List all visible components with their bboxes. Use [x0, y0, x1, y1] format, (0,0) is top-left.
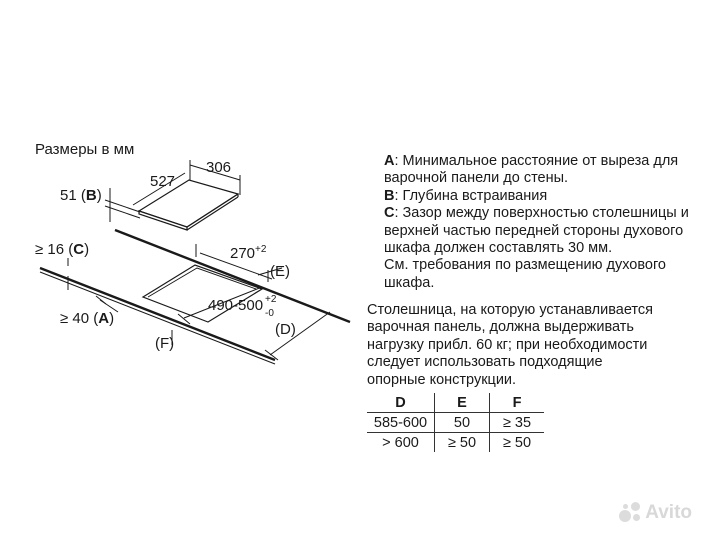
countertop-drawing	[39, 228, 351, 365]
dim-527-label: 527	[150, 173, 175, 190]
table-header-row: D E F	[367, 393, 544, 413]
table-cell: ≥ 35	[489, 412, 544, 433]
table-cell: 585-600	[367, 412, 435, 433]
legend-text: : Глубина встраивания	[394, 187, 548, 204]
avito-logo-icon	[619, 501, 641, 524]
legend-item-c: C: Зазор между поверхностью столешницы и…	[367, 205, 697, 292]
legend-letter: B	[384, 187, 395, 204]
hob-drawing	[137, 179, 240, 231]
cutout	[141, 264, 264, 323]
legend-item-a: A: Минимальное расстояние от выреза для …	[367, 153, 697, 188]
table-cell: > 600	[367, 432, 435, 452]
legend-text: : Минимальное расстояние от выреза для в…	[384, 153, 679, 187]
legend-text: : Зазор между поверхностью столешницы и …	[384, 205, 689, 291]
table-cell: 50	[434, 412, 490, 433]
table-header: F	[489, 393, 544, 413]
table-row: 585-600 50 ≥ 35	[367, 412, 544, 433]
page-title: Размеры в мм	[35, 141, 135, 158]
countertop-back-edge	[114, 228, 351, 324]
watermark-text: Avito	[645, 502, 692, 523]
dim-F-label: (F)	[155, 335, 174, 352]
dim-270-label: 270+2	[230, 244, 267, 262]
dim-527-lines	[132, 172, 186, 206]
dim-490-tol-minus: -0	[265, 308, 274, 319]
table-header: D	[367, 393, 435, 413]
dim-16-label: ≥ 16 (C)	[35, 241, 89, 258]
countertop-front-edge	[39, 266, 276, 362]
dim-306-lines	[189, 160, 241, 195]
dimensions-table: D E F 585-600 50 ≥ 35 > 600 ≥ 50 ≥ 50	[367, 393, 544, 452]
dim-D-lines	[264, 311, 331, 361]
dim-40-label: ≥ 40 (A)	[60, 310, 114, 327]
table-cell: ≥ 50	[434, 432, 490, 452]
table-cell: ≥ 50	[502, 434, 532, 451]
avito-watermark: Avito	[619, 501, 692, 524]
table-row: > 600 ≥ 50 ≥ 50	[367, 432, 544, 452]
dim-490-tol-plus: +2	[265, 294, 277, 305]
dim-51-lines	[104, 188, 141, 222]
legend-letter: A	[384, 153, 395, 169]
dim-51-label: 51 (B)	[60, 187, 102, 204]
legend-item-b: B: Глубина встраивания	[367, 188, 697, 205]
dim-490-label: 490-500	[208, 297, 263, 314]
dim-306-label: 306	[206, 159, 231, 176]
table-header: E	[434, 393, 490, 413]
dim-A-lines	[95, 295, 119, 313]
dim-E-lines	[257, 267, 283, 276]
dim-D-label: (D)	[275, 321, 296, 338]
legend-letter: C	[384, 205, 395, 222]
dim-E-label: (E)	[270, 263, 290, 280]
dim-490-lines	[177, 286, 263, 325]
load-note: Столешница, на которую устанавливается в…	[367, 302, 653, 388]
legend: A: Минимальное расстояние от выреза для …	[367, 153, 697, 292]
